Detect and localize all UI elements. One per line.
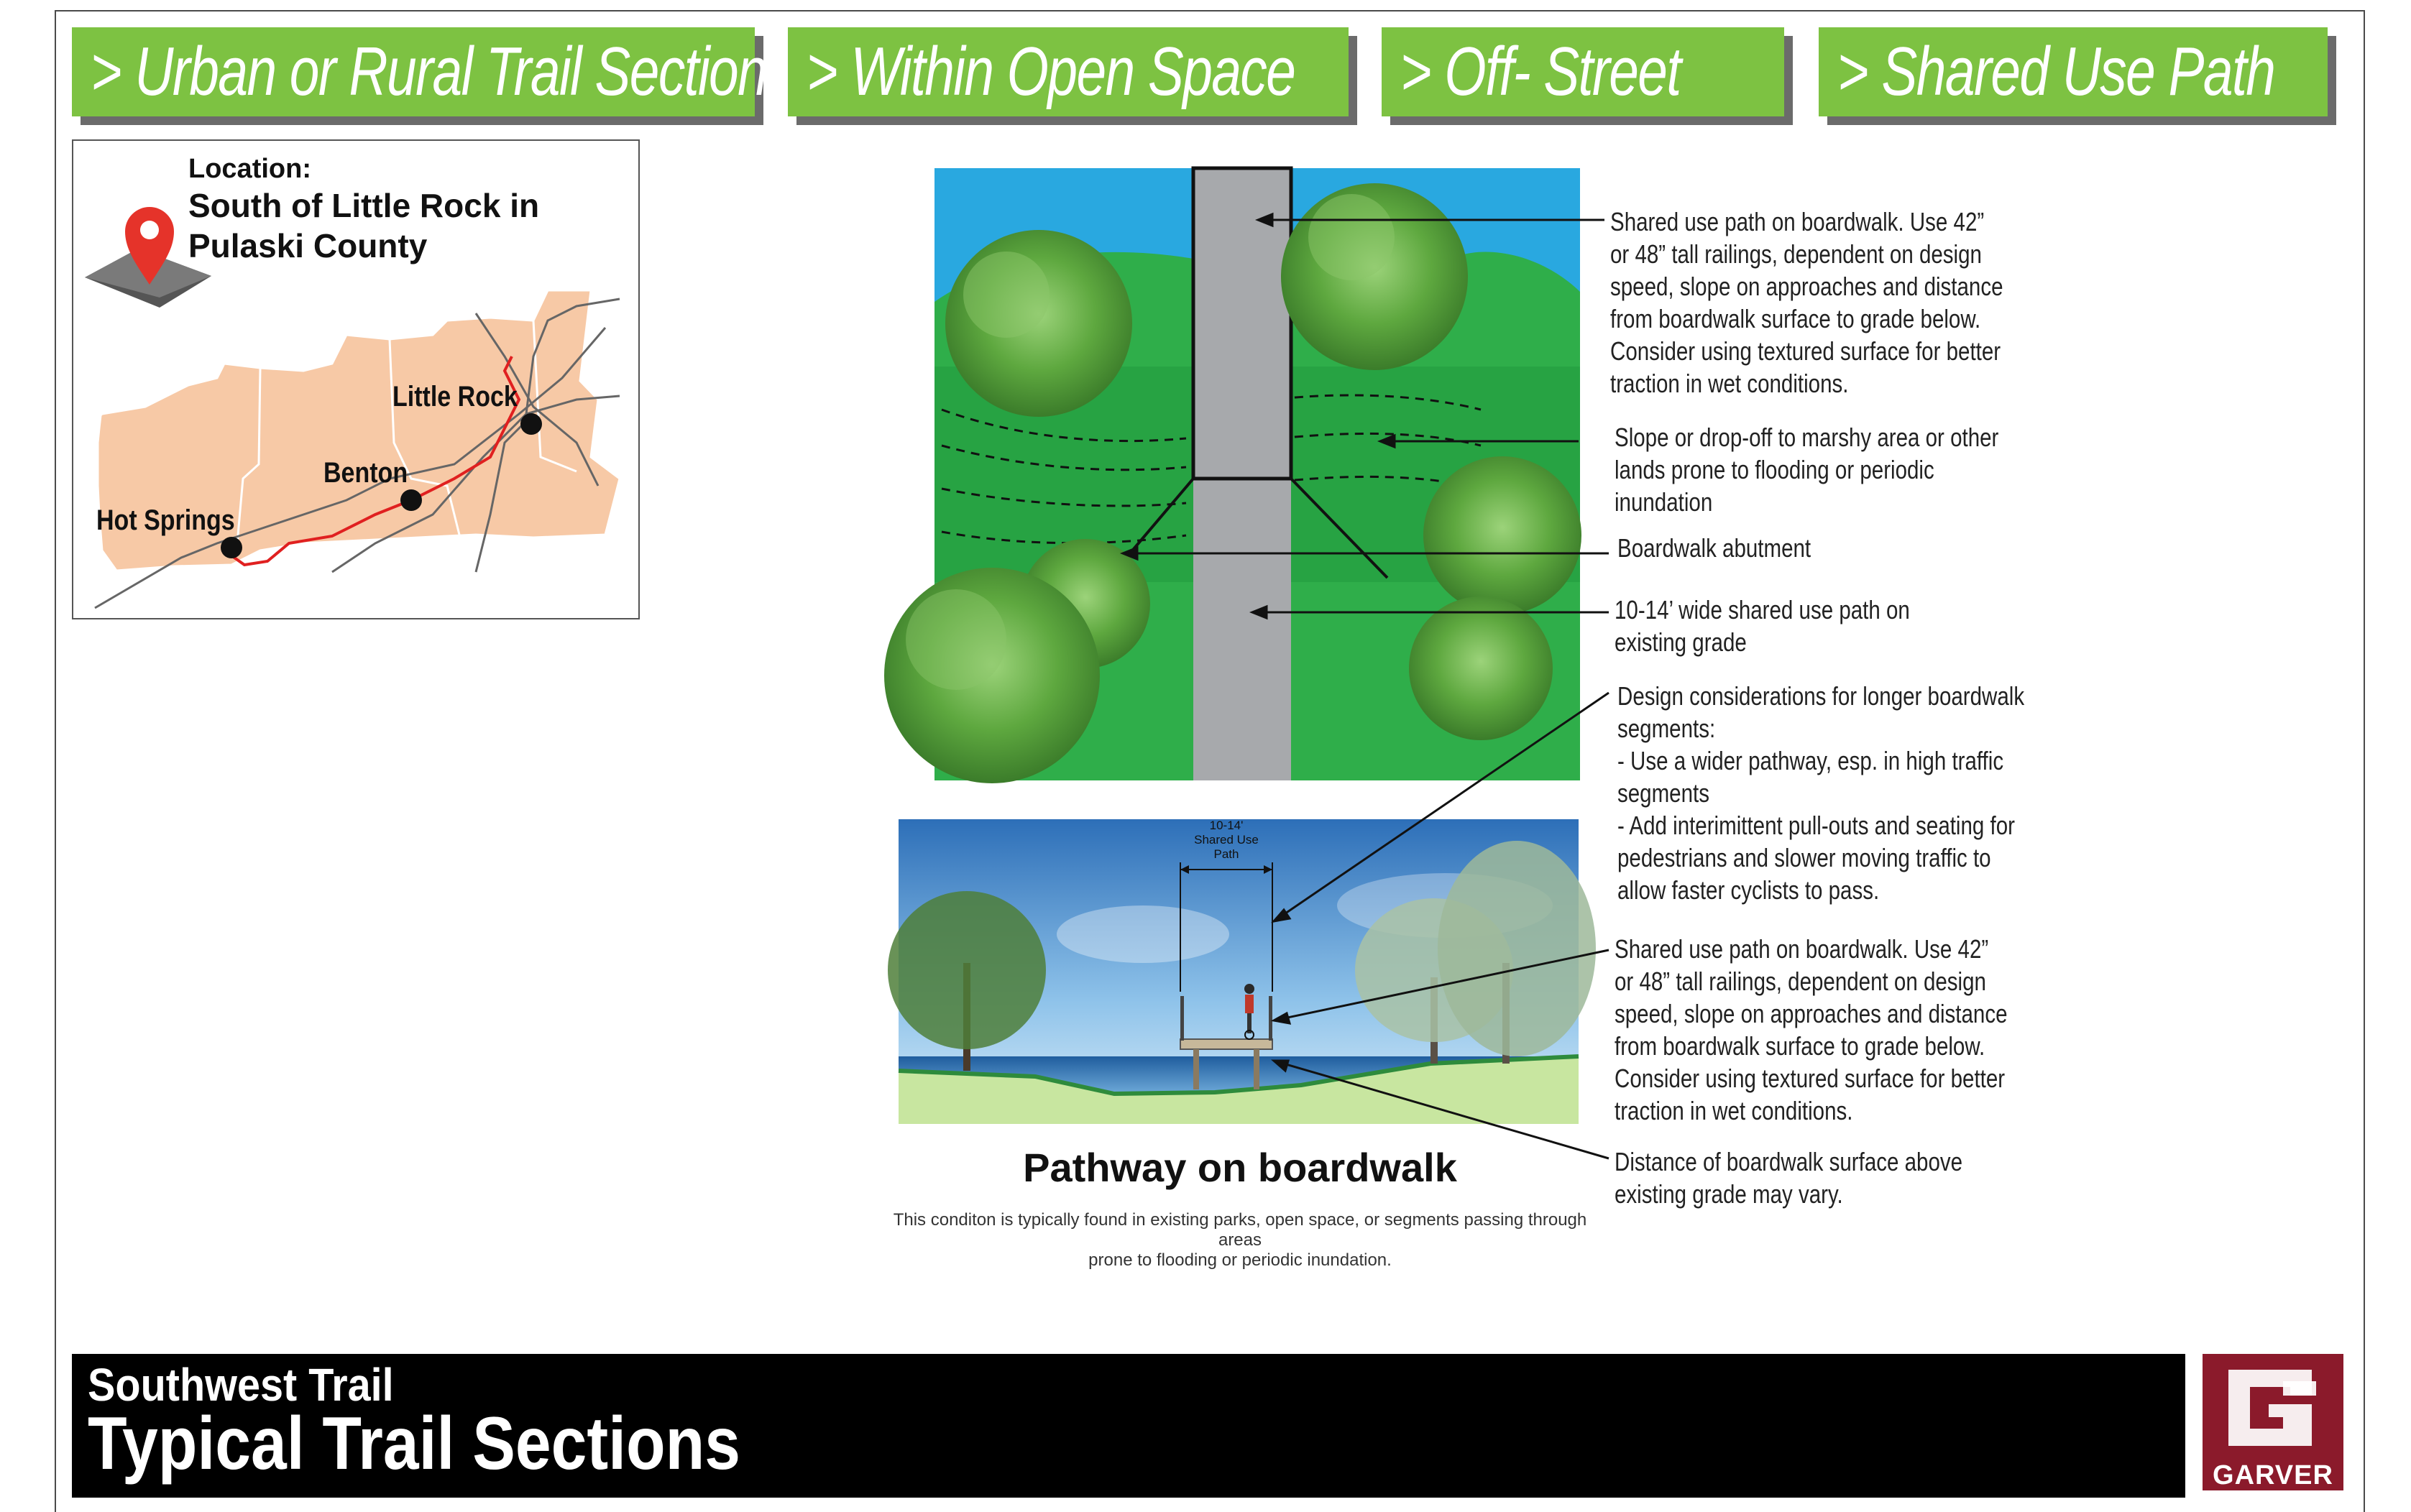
tree-icon (945, 230, 1132, 417)
section-dim-line3: Path (1214, 847, 1239, 861)
boardwalk-outline (1191, 166, 1293, 481)
tree-icon (1281, 183, 1468, 370)
section-dim-line1: 10-14' (1210, 819, 1244, 832)
tree-icon (884, 568, 1100, 783)
sheet-frame (55, 10, 2365, 1512)
garver-g-icon (2228, 1370, 2316, 1446)
location-value: South of Little Rock in Pulaski County (188, 187, 540, 264)
annotation-abutment: Boardwalk abutment (1617, 533, 1811, 563)
diagram-caption-note: This conditon is typically found in exis… (893, 1210, 1587, 1270)
city-label-hot-springs: Hot Springs (96, 504, 235, 536)
city-dot-little-rock (520, 413, 542, 435)
garver-logo: GARVER (2203, 1354, 2343, 1490)
location-label: Location: (188, 154, 311, 184)
trail-route (223, 356, 521, 567)
city-dot-hot-springs (221, 537, 242, 558)
footer-bar: Southwest Trail Typical Trail Sections (72, 1354, 2185, 1498)
garver-logo-text: GARVER (2213, 1460, 2333, 1490)
boardwalk-deck (1180, 1038, 1273, 1050)
tree-icon (888, 891, 1046, 1071)
section-view-diagram: 10-14' Shared Use Path (888, 819, 1596, 1124)
location-map (85, 207, 621, 609)
section-dim-line2: Shared Use (1194, 833, 1259, 847)
footer-title: Typical Trail Sections (88, 1402, 740, 1485)
tag-off-street: > Off- Street (1382, 27, 1784, 116)
city-label-little-rock: Little Rock (392, 381, 518, 412)
annotation-slope: Slope or drop-off to marshy area or othe… (1615, 423, 1999, 517)
location-box: Location: South of Little Rock in Pulask… (72, 139, 640, 619)
tag-open-space: > Within Open Space (788, 27, 1349, 116)
footer-project: Southwest Trail (88, 1359, 394, 1411)
railing-right (1269, 996, 1272, 1041)
annotation-design-considerations: Design considerations for longer boardwa… (1617, 681, 2025, 905)
plan-view-diagram (884, 166, 1581, 783)
tag-shared-use-path: > Shared Use Path (1819, 27, 2328, 116)
tag-trail-section: > Urban or Rural Trail Section (72, 27, 768, 116)
tree-icon (1409, 596, 1553, 740)
city-dot-benton (400, 489, 422, 511)
tree-icon (1423, 456, 1581, 614)
annotation-boardwalk-railings: Shared use path on boardwalk. Use 42”or … (1610, 207, 2003, 398)
railing-left (1180, 996, 1184, 1041)
abutment-right (1290, 477, 1389, 579)
annotation-section-railings: Shared use path on boardwalk. Use 42”or … (1615, 934, 2008, 1125)
cyclist-icon (1244, 984, 1254, 1040)
map-pin-icon (125, 207, 174, 285)
county-shape (96, 289, 621, 572)
city-label-benton: Benton (323, 457, 408, 489)
diagram-caption: Pathway on boardwalk (1023, 1145, 1457, 1190)
